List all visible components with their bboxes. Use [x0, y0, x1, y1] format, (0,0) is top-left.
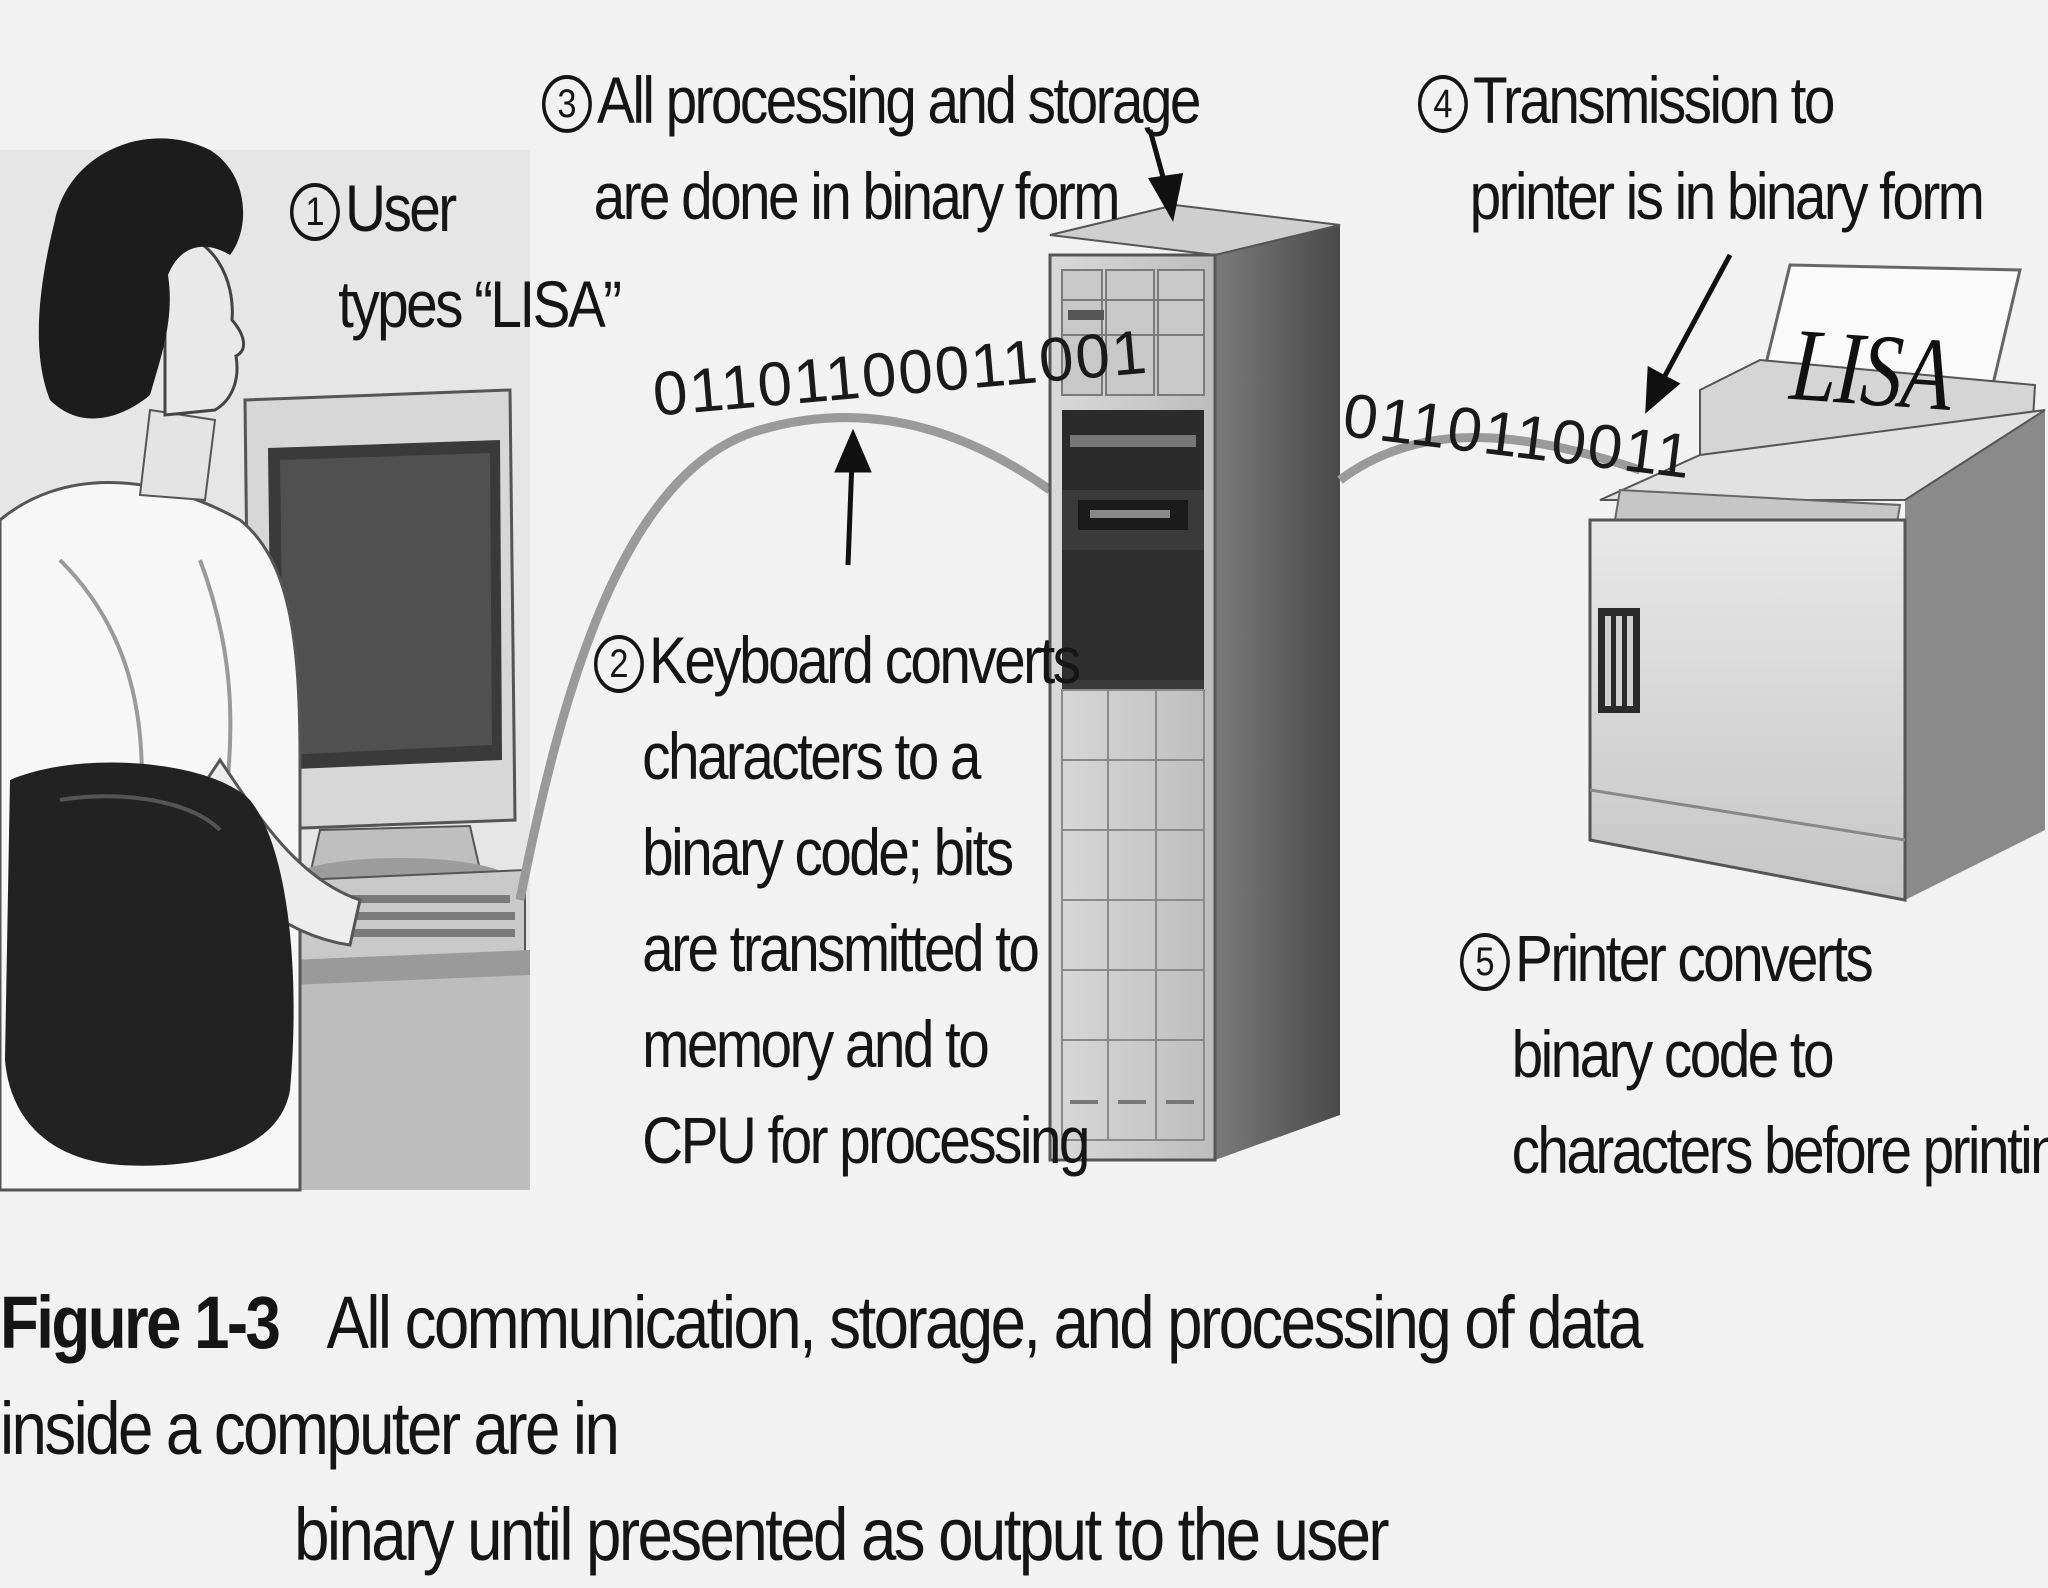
caption-text-line-1: All communication, storage, and processi…: [0, 1281, 1643, 1470]
step-number-badge: 5: [1460, 933, 1510, 991]
step-number-badge: 2: [594, 635, 644, 693]
user-at-computer-illustration: [0, 138, 1053, 1192]
computer-tower-illustration: [1048, 203, 1642, 1162]
arrow-step-4: [1657, 253, 1733, 387]
step-number-badge: 3: [542, 75, 592, 133]
caption-text-line-2: binary until presented as output to the …: [294, 1493, 1389, 1576]
printer-illustration: [1588, 263, 2046, 902]
printed-paper-text: LISA: [1786, 306, 1955, 433]
pointer-arrows: [834, 129, 1733, 566]
step-number-badge: 1: [290, 183, 340, 241]
arrowhead-step-3: [1148, 173, 1184, 222]
figure-number: Figure 1-3: [0, 1281, 281, 1364]
illustration: [0, 129, 2046, 1192]
arrowhead-step-2: [834, 428, 872, 473]
arrowhead-step-4: [1645, 365, 1681, 414]
step-number-badge: 4: [1418, 75, 1468, 133]
arrow-step-2: [845, 459, 855, 566]
